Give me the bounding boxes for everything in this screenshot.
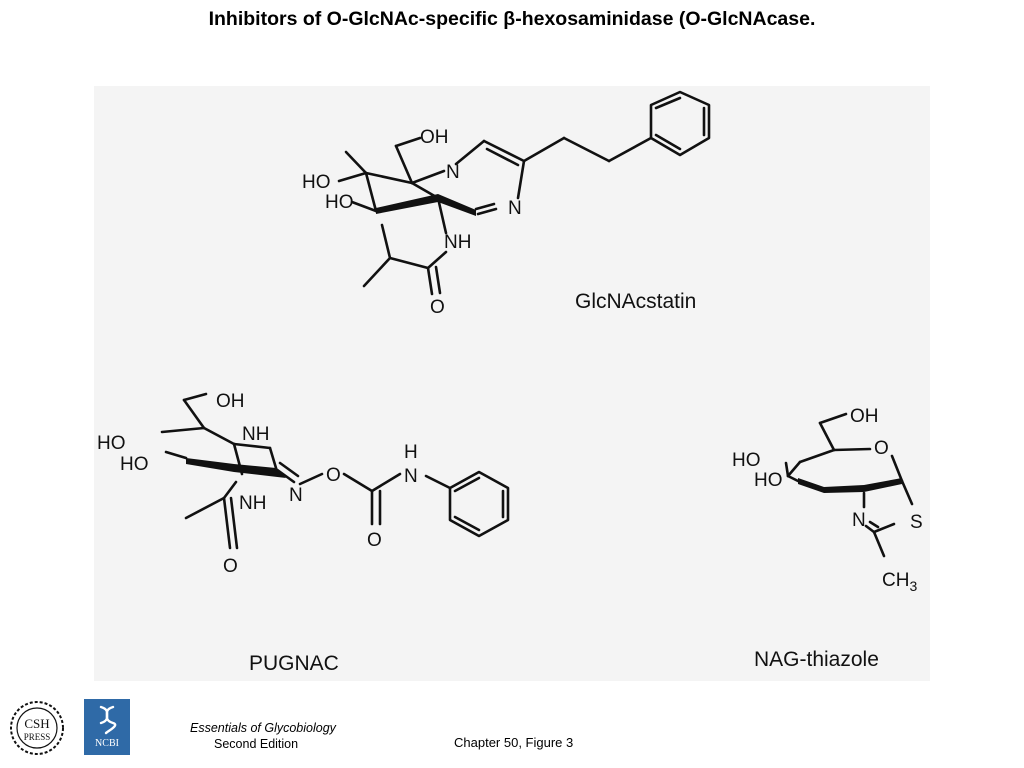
- cshl-logo-text-top: CSH: [24, 716, 49, 731]
- nag-thiazole-s-label: S: [910, 512, 923, 533]
- cshl-press-logo: CSH PRESS: [10, 701, 64, 755]
- ncbi-logo-text: NCBI: [95, 738, 119, 749]
- cshl-logo-text-bottom: PRESS: [24, 732, 51, 742]
- pugnac-name: PUGNAC: [249, 652, 339, 675]
- pugnac-n-imine-label: N: [289, 485, 303, 506]
- book-title: Essentials of Glycobiology: [190, 721, 336, 735]
- nag-thiazole-ch-text: CH: [882, 570, 909, 591]
- glcnacstatin-n2-label: N: [508, 198, 522, 219]
- pugnac-n-carb-label: N: [404, 466, 418, 487]
- glcnacstatin-name: GlcNAcstatin: [575, 290, 696, 313]
- pugnac-nh-ring-label: NH: [242, 424, 269, 445]
- nag-thiazole-oh-label: OH: [850, 406, 879, 427]
- pugnac-ho2-label: HO: [120, 454, 149, 475]
- chapter-figure-reference: Chapter 50, Figure 3: [454, 735, 574, 750]
- pugnac-o-carb-label: O: [367, 530, 382, 551]
- nag-thiazole-wedge: [798, 478, 902, 493]
- pugnac-oh-label: OH: [216, 391, 245, 412]
- pugnac-nh-amide-label: NH: [239, 493, 266, 514]
- nag-thiazole-ho1-label: HO: [732, 450, 761, 471]
- pugnac-o-acetyl-label: O: [223, 556, 238, 577]
- nag-thiazole-ho2-label: HO: [754, 470, 783, 491]
- glcnacstatin-ho1-label: HO: [302, 172, 331, 193]
- pugnac-o-link-label: O: [326, 465, 341, 486]
- slide-title: Inhibitors of O-GlcNAc-specific β-hexosa…: [208, 8, 816, 30]
- nag-thiazole-ch3-label: CH3: [882, 570, 917, 594]
- figure-panel: OH HO HO N N NH O GlcNAcstatin OH HO HO …: [94, 86, 930, 681]
- glcnacstatin-o-label: O: [430, 297, 445, 318]
- pugnac-wedge: [186, 458, 286, 478]
- nag-thiazole-n-label: N: [852, 510, 866, 531]
- structures-figure: OH HO HO N N NH O GlcNAcstatin OH HO HO …: [97, 90, 923, 675]
- glcnacstatin-ho2-label: HO: [325, 192, 354, 213]
- nag-thiazole-name: NAG-thiazole: [754, 648, 879, 671]
- glcnacstatin-nh-label: NH: [444, 232, 471, 253]
- ncbi-logo: NCBI: [84, 699, 130, 755]
- nag-thiazole-ch3-subscript: 3: [909, 578, 917, 594]
- pugnac-structure: [160, 392, 510, 550]
- nag-thiazole-o-ring-label: O: [874, 438, 889, 459]
- pugnac-ho1-label: HO: [97, 433, 126, 454]
- pugnac-h-label: H: [404, 442, 418, 463]
- glcnacstatin-oh-label: OH: [420, 127, 449, 148]
- nag-thiazole-structure: [784, 412, 914, 558]
- ncbi-helix-icon: [99, 705, 117, 735]
- glcnacstatin-n1-label: N: [446, 162, 460, 183]
- book-edition: Second Edition: [214, 737, 299, 751]
- glcnacstatin-structure: [337, 90, 711, 296]
- glcnacstatin-wedge: [376, 194, 476, 216]
